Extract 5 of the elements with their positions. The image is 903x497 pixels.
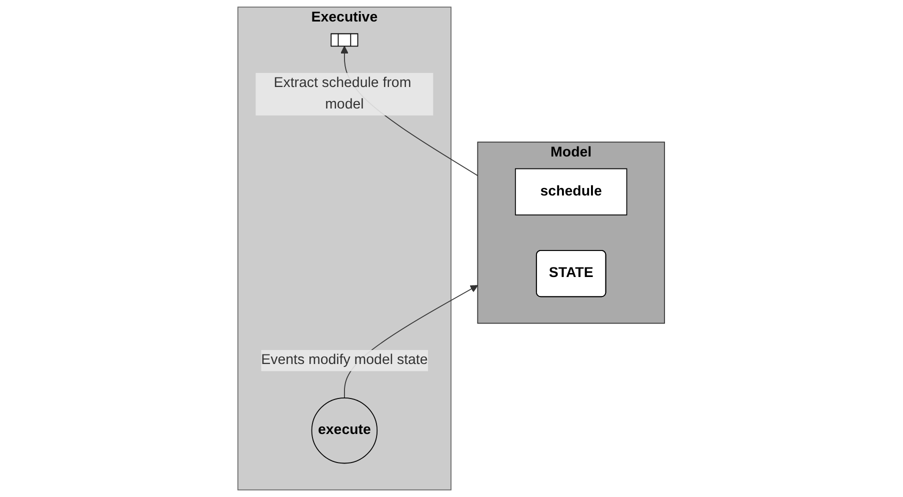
node-bar [331,33,359,47]
edge-label: Extract schedule from model [274,75,412,112]
node-box: schedule [515,168,628,216]
node-circle: execute [312,397,378,464]
edge-label: Events modify model state [261,352,428,368]
